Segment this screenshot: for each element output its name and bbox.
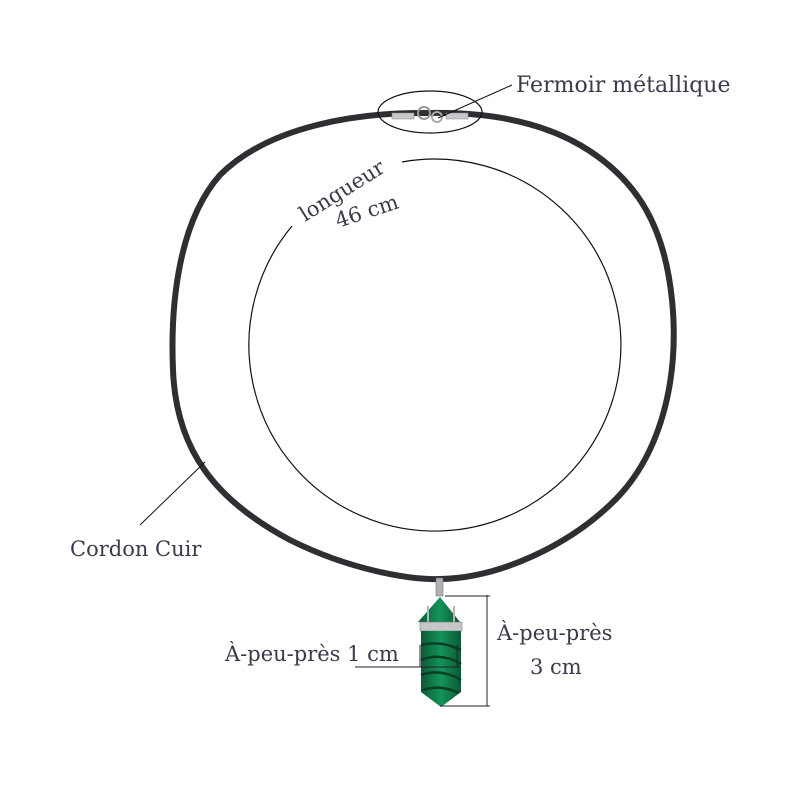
clasp-pointer-line: [437, 84, 513, 119]
clasp-label: Fermoir métallique: [516, 73, 730, 98]
cord-pointer-line: [139, 461, 206, 526]
cord-label: Cordon Cuir: [70, 537, 202, 561]
clasp-highlight-ellipse: [377, 90, 483, 134]
height-value-label: 3 cm: [530, 655, 582, 679]
height-word-label: À-peu-près: [496, 621, 612, 645]
malachite-pendant: [418, 577, 463, 707]
width-measure-lines: [355, 645, 460, 668]
leather-cord: [169, 109, 677, 583]
width-label: À-peu-près 1 cm: [224, 642, 399, 666]
metal-clasp: [391, 106, 469, 123]
length-circle: [248, 158, 622, 532]
height-measure-lines: [440, 595, 490, 707]
